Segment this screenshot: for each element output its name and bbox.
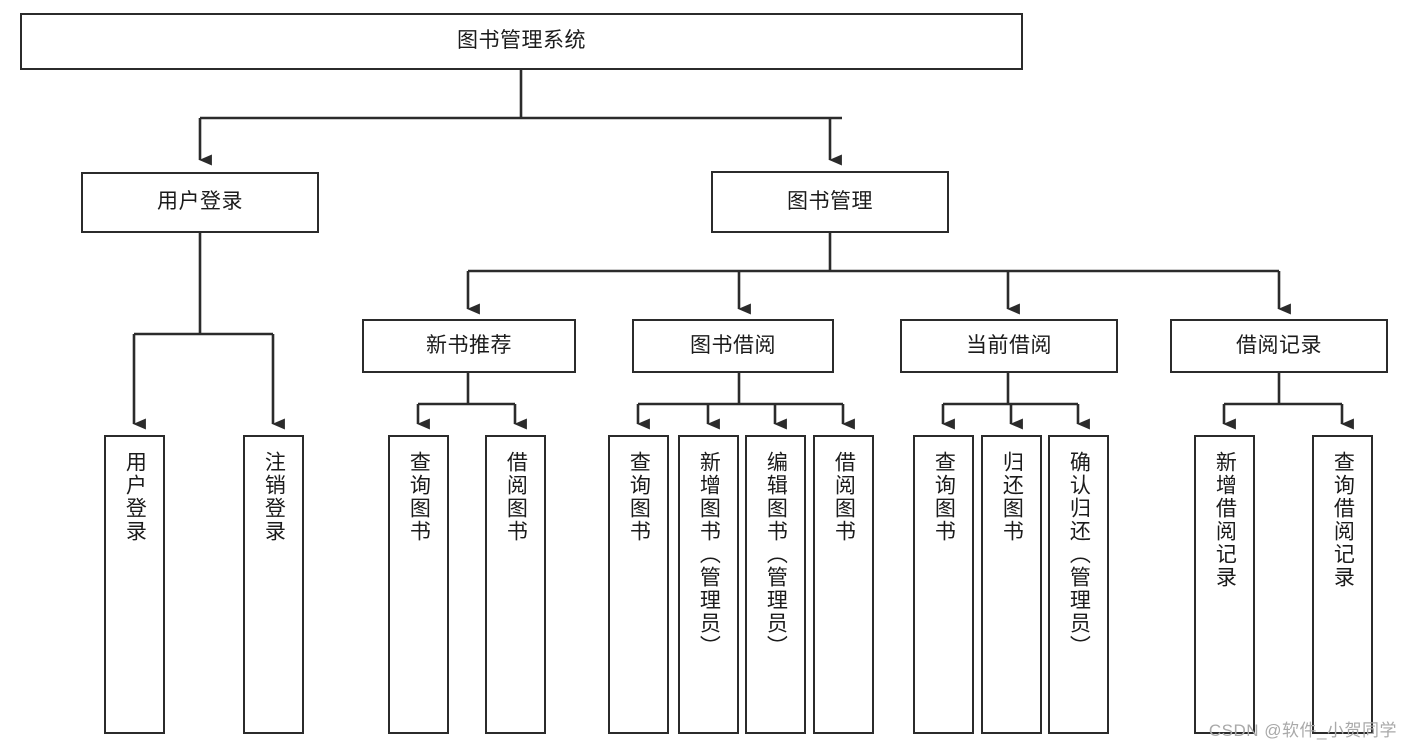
node-leaf-query-book-3-label: 查询图书 bbox=[932, 451, 956, 543]
node-root[interactable]: 图书管理系统 bbox=[20, 13, 1023, 70]
node-book-borrow-label: 图书借阅 bbox=[690, 333, 776, 357]
node-user-login-label: 用户登录 bbox=[157, 190, 243, 214]
node-borrow-record-label: 借阅记录 bbox=[1236, 333, 1322, 357]
node-leaf-borrow-book-1-label: 借阅图书 bbox=[504, 451, 528, 543]
node-new-book-recommend-label: 新书推荐 bbox=[426, 333, 512, 357]
node-leaf-query-record-label: 查询借阅记录 bbox=[1331, 451, 1355, 589]
node-leaf-query-book-2[interactable]: 查询图书 bbox=[608, 435, 669, 734]
node-book-borrow[interactable]: 图书借阅 bbox=[632, 319, 834, 373]
node-leaf-confirm-return-label: 确认归还（管理员） bbox=[1067, 451, 1091, 658]
node-leaf-query-book-1-label: 查询图书 bbox=[407, 451, 431, 543]
node-leaf-edit-book-label: 编辑图书（管理员） bbox=[764, 451, 788, 658]
node-leaf-add-record-label: 新增借阅记录 bbox=[1213, 451, 1237, 589]
node-leaf-confirm-return[interactable]: 确认归还（管理员） bbox=[1048, 435, 1109, 734]
node-leaf-borrow-book-2[interactable]: 借阅图书 bbox=[813, 435, 874, 734]
node-book-manage[interactable]: 图书管理 bbox=[711, 171, 949, 233]
node-leaf-add-book-label: 新增图书（管理员） bbox=[697, 451, 721, 658]
node-leaf-query-book-2-label: 查询图书 bbox=[627, 451, 651, 543]
node-leaf-query-book-1[interactable]: 查询图书 bbox=[388, 435, 449, 734]
node-leaf-edit-book[interactable]: 编辑图书（管理员） bbox=[745, 435, 806, 734]
node-leaf-user-login-label: 用户登录 bbox=[123, 451, 147, 543]
node-book-manage-label: 图书管理 bbox=[787, 189, 873, 213]
node-leaf-return-book[interactable]: 归还图书 bbox=[981, 435, 1042, 734]
node-leaf-add-record[interactable]: 新增借阅记录 bbox=[1194, 435, 1255, 734]
node-user-login[interactable]: 用户登录 bbox=[81, 172, 319, 233]
node-leaf-user-login[interactable]: 用户登录 bbox=[104, 435, 165, 734]
node-leaf-return-book-label: 归还图书 bbox=[1000, 451, 1024, 543]
node-leaf-add-book[interactable]: 新增图书（管理员） bbox=[678, 435, 739, 734]
node-current-borrow[interactable]: 当前借阅 bbox=[900, 319, 1118, 373]
node-leaf-user-logout-label: 注销登录 bbox=[262, 451, 286, 543]
node-new-book-recommend[interactable]: 新书推荐 bbox=[362, 319, 576, 373]
node-leaf-query-book-3[interactable]: 查询图书 bbox=[913, 435, 974, 734]
node-root-label: 图书管理系统 bbox=[457, 29, 586, 53]
node-leaf-borrow-book-1[interactable]: 借阅图书 bbox=[485, 435, 546, 734]
node-leaf-borrow-book-2-label: 借阅图书 bbox=[832, 451, 856, 543]
watermark: CSDN @软件_小贺同学 bbox=[1208, 721, 1397, 740]
node-leaf-query-record[interactable]: 查询借阅记录 bbox=[1312, 435, 1373, 734]
node-current-borrow-label: 当前借阅 bbox=[966, 333, 1052, 357]
node-borrow-record[interactable]: 借阅记录 bbox=[1170, 319, 1388, 373]
node-leaf-user-logout[interactable]: 注销登录 bbox=[243, 435, 304, 734]
